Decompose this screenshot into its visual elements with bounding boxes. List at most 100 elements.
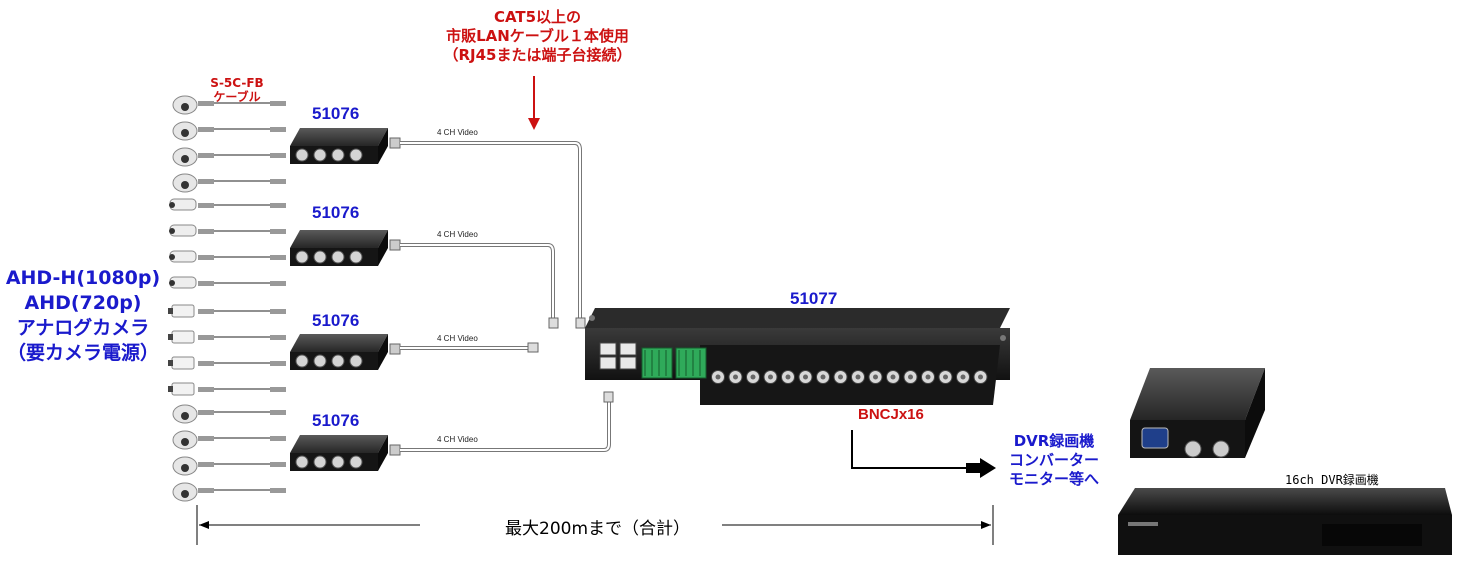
coax-note-line-2: ケーブル	[213, 90, 261, 104]
transmitter-box	[290, 334, 401, 370]
link-label-3: 4 CH Video	[437, 334, 478, 343]
transmitter-box	[290, 435, 401, 471]
coax-cable	[198, 436, 286, 441]
distance-label: 最大200mまで（合計）	[505, 519, 691, 539]
transmitter-group	[290, 128, 401, 471]
camera-icon	[172, 173, 198, 193]
transmitter-box	[290, 230, 401, 266]
coax-cable	[198, 281, 286, 286]
transmitter-model-1: 51076	[312, 104, 360, 123]
coax-cable	[198, 153, 286, 158]
rack-ear-hole-icon	[1000, 335, 1006, 341]
transmitter-model-2: 51076	[312, 203, 360, 222]
coax-note: S-5C-FB ケーブル	[196, 76, 278, 104]
bnc-connector-row	[711, 370, 988, 384]
camera-icon	[169, 198, 197, 211]
vga-port-icon	[1141, 427, 1169, 449]
coax-cable	[198, 488, 286, 493]
camera-icon	[169, 250, 197, 263]
output-arrow	[851, 430, 996, 478]
bnc-port-icon	[349, 250, 363, 264]
receiver-bnc-panel	[700, 345, 1000, 405]
coax-cable	[198, 179, 286, 184]
coax-cable	[198, 462, 286, 467]
bnc-port-icon	[331, 354, 345, 368]
camera-icon	[169, 224, 197, 237]
link-label-1: 4 CH Video	[437, 128, 478, 137]
rj45-port-icon	[599, 356, 617, 370]
bnc-port-icon	[295, 250, 309, 264]
cable-note-arrow	[528, 76, 540, 130]
rj45-plug-icon	[389, 239, 401, 251]
lan-cable	[400, 402, 611, 452]
bnc-port-icon	[295, 354, 309, 368]
bnc-port-icon	[295, 148, 309, 162]
arrow-left-icon	[199, 521, 209, 529]
coax-cable-group	[198, 101, 286, 493]
bnc-port-icon	[313, 148, 327, 162]
coax-cable	[198, 335, 286, 340]
distance-measure	[196, 505, 994, 545]
coax-note-line-1: S-5C-FB	[210, 76, 264, 90]
coax-cable	[198, 255, 286, 260]
rj45-port-icon	[619, 342, 637, 356]
camera-icon	[169, 276, 197, 289]
dvr-caption: 16ch DVR録画機	[1285, 473, 1379, 487]
lan-cable	[400, 243, 555, 318]
bnc-port-icon	[1184, 440, 1202, 458]
coax-cable	[198, 361, 286, 366]
camera-label-line-1: AHD-H(1080p)	[5, 267, 161, 289]
cable-note-line-1: CAT5以上の	[493, 8, 582, 26]
camera-icon	[172, 121, 198, 141]
lan-cable-group	[400, 141, 614, 452]
receiver-output-label: BNCJx16	[858, 406, 924, 423]
rj45-port-icon	[599, 342, 617, 356]
receiver-unit	[585, 308, 1010, 405]
transmitter-model-3: 51076	[312, 311, 360, 330]
coax-cable	[198, 309, 286, 314]
coax-cable	[198, 101, 286, 106]
camera-icon	[168, 330, 195, 344]
cable-note-line-3: （RJ45または端子台接続）	[443, 46, 632, 64]
camera-label-line-2: AHD(720p)	[24, 292, 142, 314]
camera-label: AHD-H(1080p) AHD(720p) アナログカメラ （要カメラ電源）	[2, 266, 164, 366]
coax-cable	[198, 229, 286, 234]
bnc-port-icon	[295, 455, 309, 469]
dvr-front-panel	[1322, 524, 1422, 546]
terminal-block-group	[641, 347, 707, 379]
camera-icon	[168, 304, 195, 318]
bnc-port-icon	[349, 455, 363, 469]
cable-note-line-2: 市販LANケーブル１本使用	[446, 27, 629, 45]
dvr-note-line-3: モニター等へ	[1008, 470, 1099, 488]
rj45-plug-icon	[603, 391, 614, 403]
converter-box	[1130, 368, 1265, 458]
bnc-port-icon	[313, 250, 327, 264]
link-label-4: 4 CH Video	[437, 435, 478, 444]
rj45-plug-icon	[389, 137, 401, 149]
bnc-port-icon	[349, 354, 363, 368]
camera-icon	[168, 382, 195, 396]
coax-cable	[198, 127, 286, 132]
rj45-port-group	[599, 342, 637, 370]
bnc-port-icon	[1212, 440, 1230, 458]
lan-cable	[400, 141, 582, 318]
bnc-port-icon	[331, 148, 345, 162]
rj45-plug-icon	[389, 444, 401, 456]
rj45-plug-icon	[389, 343, 401, 355]
camera-icon	[168, 356, 195, 370]
terminal-block-icon	[641, 347, 673, 379]
dvr-recorder	[1118, 488, 1452, 555]
camera-label-line-3: アナログカメラ	[16, 317, 150, 339]
link-label-2: 4 CH Video	[437, 230, 478, 239]
rj45-plug-icon	[575, 317, 586, 329]
bnc-port-icon	[349, 148, 363, 162]
camera-icon	[172, 456, 198, 476]
dvr-note-line-2: コンバーター	[1008, 451, 1099, 469]
receiver-top	[585, 308, 1010, 328]
transmitter-box	[290, 128, 401, 164]
camera-group	[168, 95, 198, 502]
arrow-right-icon	[980, 458, 996, 478]
coax-cable	[198, 203, 286, 208]
